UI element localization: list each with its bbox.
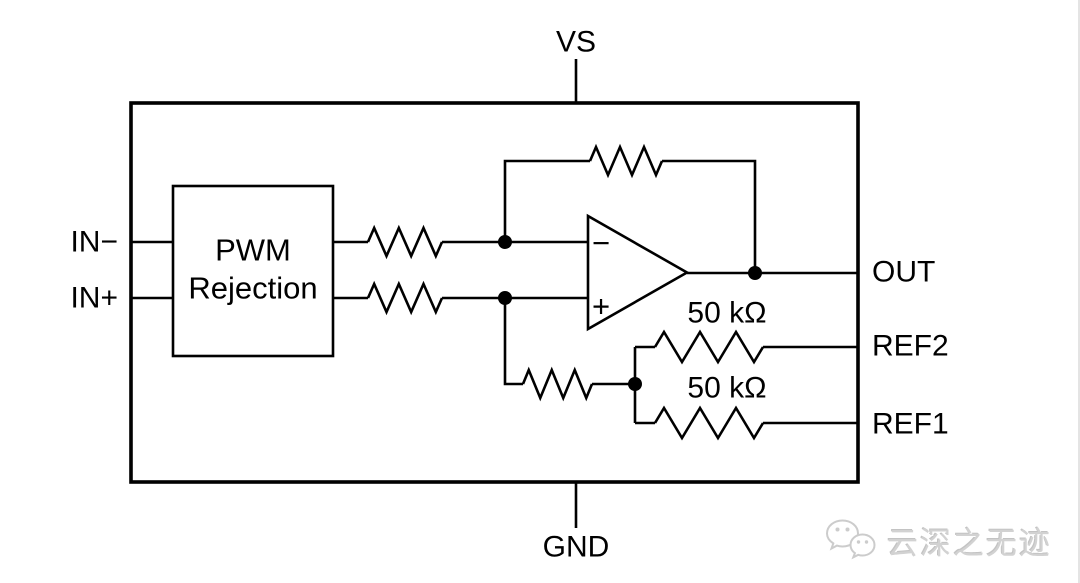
junction-dot-ref-divider-node	[628, 377, 642, 391]
pwm-rejection-block	[171, 184, 335, 358]
bottom-input-resistor	[366, 280, 444, 316]
top-input-resistor	[366, 224, 444, 260]
in-plus-pin-label: IN+	[70, 282, 118, 315]
junction-dot-output-node	[748, 266, 762, 280]
junction-dot-inverting-node	[498, 235, 512, 249]
ref1-pin-label: REF1	[872, 408, 949, 441]
watermark: 云深之无迹	[825, 517, 1052, 563]
ref2-resistor	[653, 329, 765, 365]
ref-node-wire-left	[503, 298, 523, 386]
vs-pin-label: VS	[556, 26, 596, 59]
ref1-resistor-value-label: 50 kΩ	[687, 372, 766, 405]
feedback-wire-right	[662, 159, 757, 273]
junction-dot-noninverting-node	[498, 291, 512, 305]
ref2-pin-label: REF2	[872, 330, 949, 363]
watermark-text: 云深之无迹	[887, 525, 1052, 561]
feedback-resistor	[588, 143, 664, 179]
out-pin-label: OUT	[872, 256, 935, 289]
pwm-rejection-label-line1: PWM	[215, 233, 291, 268]
opamp-inverting-input-sign: −	[592, 226, 610, 261]
opamp-noninverting-input-sign: +	[592, 289, 610, 324]
ref2-resistor-value-label: 50 kΩ	[687, 297, 766, 330]
ref1-resistor	[653, 405, 765, 441]
pwm-rejection-label-line2: Rejection	[188, 271, 317, 306]
opamp-symbol	[586, 213, 690, 332]
ref-node-resistor	[521, 366, 594, 402]
device-boundary-box	[129, 101, 860, 484]
wechat-logo-icon	[825, 519, 876, 560]
in-minus-pin-label: IN−	[70, 226, 118, 259]
gnd-pin-label: GND	[543, 531, 610, 564]
feedback-wire-left	[503, 159, 590, 242]
